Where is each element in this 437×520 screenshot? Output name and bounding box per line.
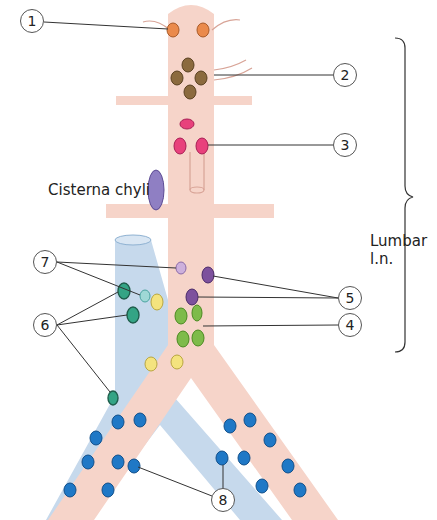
callout-number: 7 (33, 250, 57, 274)
lymph-node-group (145, 294, 183, 371)
renal-artery (106, 204, 274, 218)
leader-line (44, 22, 413, 496)
artery-branch (190, 187, 204, 193)
lymph-node-group (140, 262, 186, 302)
group-label: Lumbar l.n. (370, 232, 432, 268)
callout-number: 5 (346, 291, 355, 305)
lymph-node-group (167, 23, 209, 37)
lymph-node-group (108, 283, 139, 405)
callout-number: 6 (33, 313, 57, 337)
artery-branch (116, 96, 252, 105)
callout-number: 6 (41, 318, 50, 332)
callout-number: 3 (333, 133, 357, 157)
artery-branch (190, 152, 204, 190)
lymph-node-group (171, 58, 207, 99)
callout-number: 4 (338, 313, 362, 337)
callout-number: 3 (341, 138, 350, 152)
bracket (395, 38, 413, 352)
structure-label: Cisterna chyli (40, 181, 150, 199)
lymph-node-group (186, 267, 214, 305)
callout-number: 8 (219, 493, 228, 507)
lymph-node-group (64, 413, 306, 497)
aorta (48, 5, 338, 520)
callout-number: 2 (333, 63, 357, 87)
artery-branch (212, 20, 240, 30)
artery-branch (214, 60, 252, 80)
callout-number: 2 (341, 68, 350, 82)
callout-number: 1 (20, 9, 44, 33)
vena-cava-opening (115, 235, 151, 245)
lymph-node-group (174, 119, 208, 154)
callout-number: 8 (211, 488, 235, 512)
callout-number: 4 (346, 318, 355, 332)
cisterna-chyli (148, 170, 164, 210)
callout-number: 1 (28, 14, 37, 28)
callout-number: 7 (41, 255, 50, 269)
callout-number: 5 (338, 286, 362, 310)
lymph-node-group (175, 305, 204, 347)
